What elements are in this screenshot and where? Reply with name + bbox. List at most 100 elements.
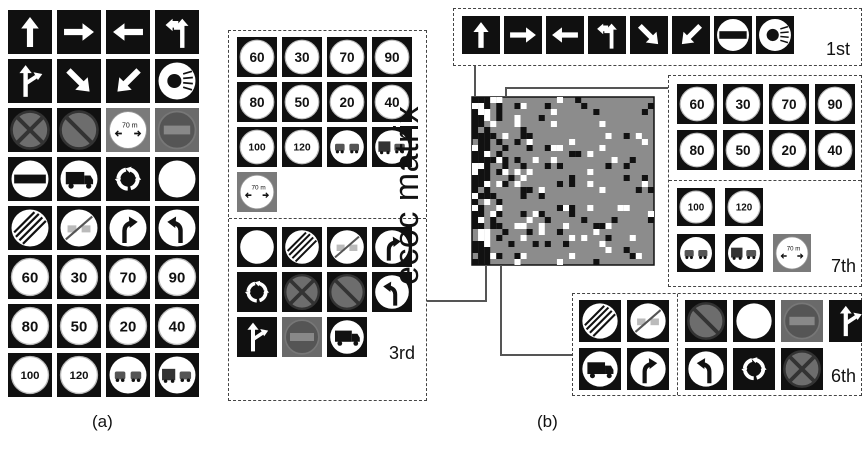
ecoc-cell — [647, 103, 654, 109]
ecoc-cell — [629, 157, 636, 163]
ecoc-cell — [532, 241, 539, 247]
ecoc-cell — [605, 247, 612, 253]
ecoc-cell — [478, 145, 485, 151]
group-box-bottom: 6th — [572, 293, 862, 396]
ecoc-cell — [508, 175, 515, 181]
ecoc-cell — [472, 187, 479, 193]
ecoc-cell — [484, 247, 491, 253]
svg-text:30: 30 — [294, 50, 309, 65]
ecoc-cell — [569, 175, 576, 181]
truck-icon — [327, 317, 367, 357]
speed-limit-icon: 20 — [106, 304, 150, 348]
ecoc-cell — [490, 217, 497, 223]
speed-limit-icon: 100 — [8, 353, 52, 397]
ecoc-cell — [641, 139, 648, 145]
arrow-right-icon — [57, 10, 101, 54]
end-overtaking-icon — [627, 300, 669, 342]
speed-limit-icon: 20 — [327, 82, 367, 122]
ecoc-cell — [484, 235, 491, 241]
ecoc-cell — [478, 217, 485, 223]
ecoc-cell — [587, 181, 594, 187]
ecoc-cell — [472, 199, 479, 205]
speed-limit-icon: 60 — [677, 84, 717, 124]
svg-text:20: 20 — [781, 143, 796, 158]
ecoc-cell — [514, 253, 521, 259]
ecoc-cell — [647, 187, 654, 193]
no-entry-icon — [714, 16, 752, 54]
speed-limit-icon: 50 — [282, 82, 322, 122]
ecoc-cell — [484, 139, 491, 145]
speed-limit-icon: 30 — [723, 84, 763, 124]
curve-left-icon — [372, 272, 412, 312]
ecoc-cell — [502, 133, 509, 139]
svg-text:30: 30 — [735, 97, 750, 112]
end-restriction-icon — [579, 300, 621, 342]
ecoc-cell — [629, 235, 636, 241]
ecoc-cell — [550, 157, 557, 163]
speed-limit-icon: 90 — [155, 255, 199, 299]
no-entry-icon — [8, 157, 52, 201]
ecoc-cell — [502, 229, 509, 235]
ecoc-cell — [478, 229, 485, 235]
group-divider-right — [669, 180, 861, 181]
ecoc-cell — [641, 175, 648, 181]
svg-text:90: 90 — [384, 50, 399, 65]
ecoc-cell — [478, 193, 485, 199]
ecoc-cell — [472, 133, 479, 139]
ecoc-cell — [544, 163, 551, 169]
ecoc-cell — [581, 235, 588, 241]
ecoc-cell — [484, 199, 491, 205]
ecoc-cell — [526, 145, 533, 151]
ecoc-cell — [472, 211, 479, 217]
curve-left-icon — [155, 206, 199, 250]
svg-text:120: 120 — [736, 202, 753, 213]
ecoc-cell — [569, 151, 576, 157]
ecoc-cell — [605, 235, 612, 241]
ecoc-cell — [629, 253, 636, 259]
ecoc-cell — [484, 157, 491, 163]
ecoc-cell — [556, 163, 563, 169]
ecoc-cell — [587, 205, 594, 211]
ecoc-cell — [478, 115, 485, 121]
ecoc-cell — [544, 217, 551, 223]
ecoc-cell — [478, 169, 485, 175]
ecoc-cell — [496, 235, 503, 241]
ecoc-cell — [526, 139, 533, 145]
ecoc-cell — [520, 223, 527, 229]
ecoc-cell — [496, 115, 503, 121]
svg-text:50: 50 — [294, 95, 309, 110]
ecoc-cell — [490, 211, 497, 217]
ecoc-cell — [544, 241, 551, 247]
no-stopping-icon — [282, 272, 322, 312]
ecoc-cell — [472, 223, 479, 229]
ecoc-cell — [502, 163, 509, 169]
ecoc-cell — [496, 205, 503, 211]
ecoc-cell — [593, 229, 600, 235]
ecoc-cell — [556, 229, 563, 235]
ecoc-cell — [490, 121, 497, 127]
speed-limit-icon: 40 — [815, 130, 855, 170]
no-parking-icon — [685, 300, 727, 342]
ecoc-cell — [514, 259, 521, 265]
curve-right-icon — [106, 206, 150, 250]
no-parking-icon — [327, 272, 367, 312]
ecoc-cell — [472, 181, 479, 187]
ecoc-cell — [520, 163, 527, 169]
ecoc-cell — [472, 157, 479, 163]
connector-right-v — [505, 88, 507, 96]
ecoc-cell — [520, 193, 527, 199]
ecoc-cell — [538, 193, 545, 199]
ecoc-cell — [490, 223, 497, 229]
ecoc-cell — [605, 133, 612, 139]
svg-text:40: 40 — [827, 143, 842, 158]
ecoc-cell — [563, 205, 570, 211]
speed-limit-icon: 30 — [282, 37, 322, 77]
no-stopping-icon — [8, 108, 52, 152]
ecoc-cell — [635, 133, 642, 139]
ecoc-cell — [569, 181, 576, 187]
end-restriction-icon — [282, 227, 322, 267]
caption-b: (b) — [537, 412, 558, 431]
caption-a: (a) — [92, 412, 113, 431]
svg-text:90: 90 — [169, 269, 186, 286]
